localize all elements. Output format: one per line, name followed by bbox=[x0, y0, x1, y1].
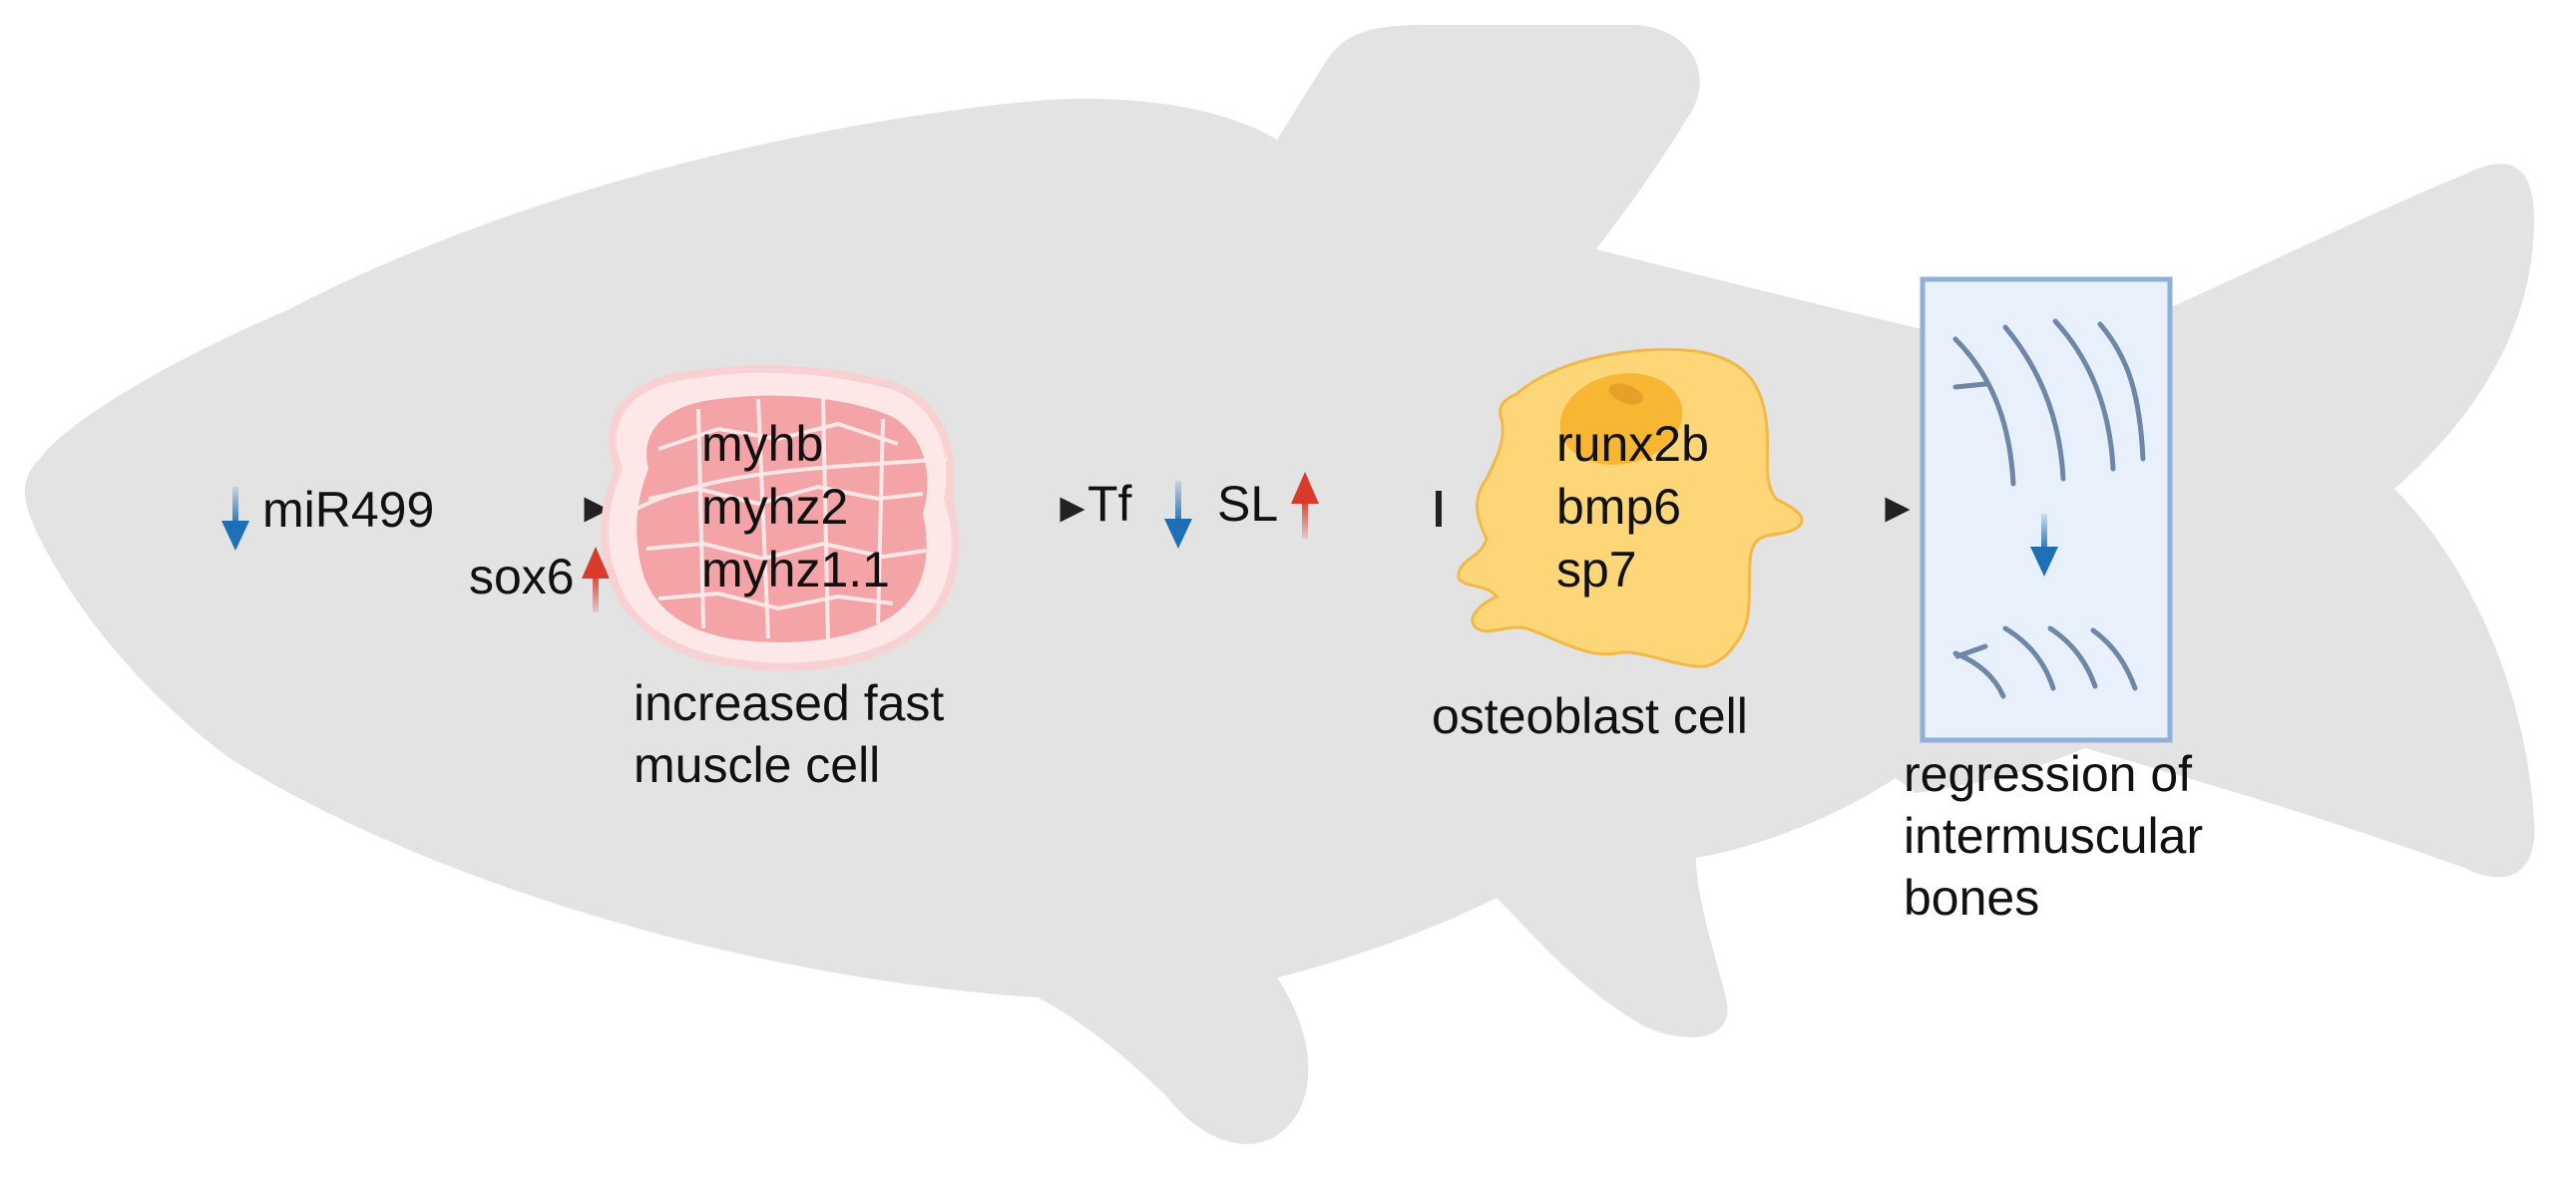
up-arrow-icon bbox=[582, 547, 610, 612]
osteoblast-cell bbox=[1457, 347, 1804, 668]
up-arrow-icon bbox=[1291, 472, 1319, 539]
muscle-caption-line-2: muscle cell bbox=[634, 737, 880, 793]
sox6-label: sox6 bbox=[469, 549, 575, 604]
osteoblast-caption: osteoblast cell bbox=[1432, 688, 1748, 744]
gene-runx2b: runx2b bbox=[1556, 416, 1709, 472]
down-arrow-icon bbox=[1164, 481, 1192, 549]
inhibition-bar-icon bbox=[1337, 491, 1442, 527]
intermuscular-bones-after bbox=[1952, 625, 2138, 699]
muscle-caption: increased fast muscle cell bbox=[634, 675, 944, 793]
sox6-group: sox6 bbox=[469, 547, 610, 612]
bones-caption-line-3: bones bbox=[1904, 870, 2039, 926]
muscle-cross-section bbox=[601, 364, 960, 671]
down-arrow-icon bbox=[2030, 514, 2058, 577]
tf-label: Tf bbox=[1087, 476, 1132, 532]
osteo-genes: runx2b bmp6 sp7 bbox=[1556, 416, 1709, 597]
muscle-caption-line-1: increased fast bbox=[634, 675, 944, 731]
mir499-label: miR499 bbox=[262, 482, 434, 538]
intermuscular-bones-before bbox=[1952, 318, 2146, 487]
muscle-fibers bbox=[617, 398, 949, 644]
fish-silhouette bbox=[25, 25, 2535, 1144]
nucleus bbox=[1559, 373, 1683, 465]
gene-myhz2: myhz2 bbox=[701, 479, 848, 535]
gene-myhz1-1: myhz1.1 bbox=[701, 542, 890, 597]
gene-myhb: myhb bbox=[701, 416, 823, 472]
bones-caption-line-2: intermuscular bbox=[1904, 808, 2203, 864]
gene-bmp6: bmp6 bbox=[1556, 479, 1681, 535]
muscle-genes: myhb myhz2 myhz1.1 bbox=[701, 416, 890, 597]
bones-caption-line-1: regression of bbox=[1904, 746, 2192, 802]
mir499-group: miR499 bbox=[221, 482, 434, 551]
sl-label: SL bbox=[1217, 476, 1278, 532]
down-arrow-icon bbox=[221, 487, 249, 551]
bones-caption: regression of intermuscular bones bbox=[1904, 746, 2203, 926]
bones-panel bbox=[1920, 276, 2173, 743]
gene-sp7: sp7 bbox=[1556, 542, 1637, 597]
